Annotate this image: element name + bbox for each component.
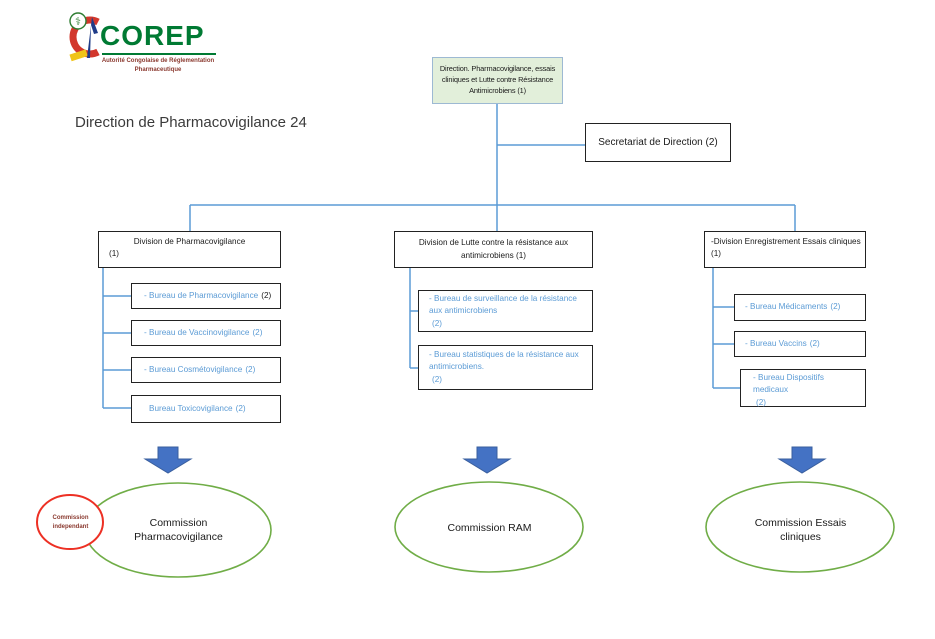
secretariat-label: Secretariat de Direction (2) [598, 137, 718, 148]
bureau-vaccinovigilance-box: - Bureau de Vaccinovigilance (2) [131, 320, 281, 346]
bureau-count: (2) [252, 327, 263, 337]
page-title: Direction de Pharmacovigilance 24 [75, 114, 307, 131]
bureau-cosmetovigilance-box: - Bureau Cosmétovigilance (2) [131, 357, 281, 383]
root-direction-box: Direction. Pharmacovigilance, essais cli… [432, 57, 563, 104]
connector-lines [102, 104, 796, 409]
bureau-label: Bureau Toxicovigilance [149, 403, 233, 413]
division-enregistrement-label: -Division Enregistrement Essais clinique… [711, 237, 861, 259]
down-arrow-essais-cliniques [777, 446, 827, 474]
commission-label-line1: Commission [149, 517, 208, 529]
logo-acronym: COREP [100, 20, 205, 51]
logo-underline [102, 53, 216, 55]
bureau-label: - Bureau Dispositifs medicaux [753, 373, 824, 395]
caduceus-icon: ⚕ [75, 16, 81, 28]
logo-tagline: Autorité Congolaise de Réglementation Ph… [98, 57, 218, 75]
division-ram-label: Division de Lutte contre la résistance a… [418, 238, 569, 260]
commission-independante-ellipse [36, 494, 104, 550]
commission-pharmacovigilance-label: Commission Pharmacovigilance [106, 516, 251, 544]
bureau-count: (2) [261, 290, 272, 300]
bureau-count: (2) [756, 397, 767, 407]
division-pharmacovigilance-box: Division de Pharmacovigilance (1) [98, 231, 281, 268]
logo-tagline-line1: Autorité Congolaise de Réglementation [101, 58, 215, 64]
commission-label-line2: Pharmacovigilance [134, 531, 223, 544]
commission-label-line2: cliniques [780, 531, 821, 544]
bureau-count: (2) [235, 403, 246, 413]
commission-essais-label: Commission Essais cliniques [728, 516, 873, 544]
division-ram-box: Division de Lutte contre la résistance a… [394, 231, 593, 268]
division-enregistrement-box: -Division Enregistrement Essais clinique… [704, 231, 866, 268]
commission-ram-ellipse [394, 481, 584, 573]
commission-independante-label: Commission independant [44, 514, 97, 532]
secretariat-box: Secretariat de Direction (2) [585, 123, 731, 162]
bureau-vaccins-box: - Bureau Vaccins (2) [734, 331, 866, 357]
logo-tagline-line2: Pharmaceutique [134, 67, 182, 73]
connector-division-3-bureaus [712, 268, 740, 389]
connector-division-1-bureaus [102, 268, 131, 409]
commission-essais-ellipse [705, 481, 895, 573]
corep-emblem-icon: ⚕ [69, 12, 100, 62]
bureau-label: - Bureau de Pharmacovigilance [144, 290, 259, 300]
bureau-count: (2) [809, 338, 820, 348]
bureau-surveillance-ram-box: - Bureau de surveillance de la résistanc… [418, 290, 593, 332]
bureau-toxicovigilance-box: Bureau Toxicovigilance (2) [131, 395, 281, 423]
bureau-pharmacovigilance-box: - Bureau de Pharmacovigilance (2) [131, 283, 281, 309]
commission-label-line1: Commission RAM [447, 522, 532, 534]
commission-label-line1: Commission Essais [754, 517, 847, 529]
commission-ram-label: Commission RAM [417, 521, 562, 535]
corep-logo: ⚕ COREP Autorité Congolaise de Réglement… [62, 8, 222, 78]
commission-label-line2: independant [52, 524, 89, 530]
bureau-statistiques-ram-box: - Bureau statistiques de la résistance a… [418, 345, 593, 390]
bureau-dispositifs-medicaux-box: - Bureau Dispositifs medicaux (2) [740, 369, 866, 407]
down-arrow-pharmacovigilance [143, 446, 193, 474]
bureau-label: - Bureau Vaccins [745, 338, 807, 348]
bureau-count: (2) [830, 302, 841, 312]
down-arrow-ram [462, 446, 512, 474]
division-pharmacovigilance-count: (1) [109, 249, 120, 259]
bureau-medicaments-box: - Bureau Médicaments (2) [734, 294, 866, 321]
bureau-count: (2) [245, 364, 256, 374]
bureau-label: - Bureau de Vaccinovigilance [144, 327, 250, 337]
bureau-count: (2) [432, 318, 443, 328]
bureau-label: - Bureau statistiques de la résistance a… [429, 349, 579, 371]
bureau-label: - Bureau de surveillance de la résistanc… [429, 294, 577, 316]
root-direction-label: Direction. Pharmacovigilance, essais cli… [439, 64, 556, 95]
commission-label-line1: Commission [52, 515, 89, 521]
division-pharmacovigilance-label: Division de Pharmacovigilance [133, 237, 246, 246]
bureau-label: - Bureau Cosmétovigilance [144, 364, 243, 374]
bureau-count: (2) [432, 375, 443, 385]
connector-division-2-bureaus [409, 268, 418, 369]
bureau-label: - Bureau Médicaments [745, 302, 828, 312]
